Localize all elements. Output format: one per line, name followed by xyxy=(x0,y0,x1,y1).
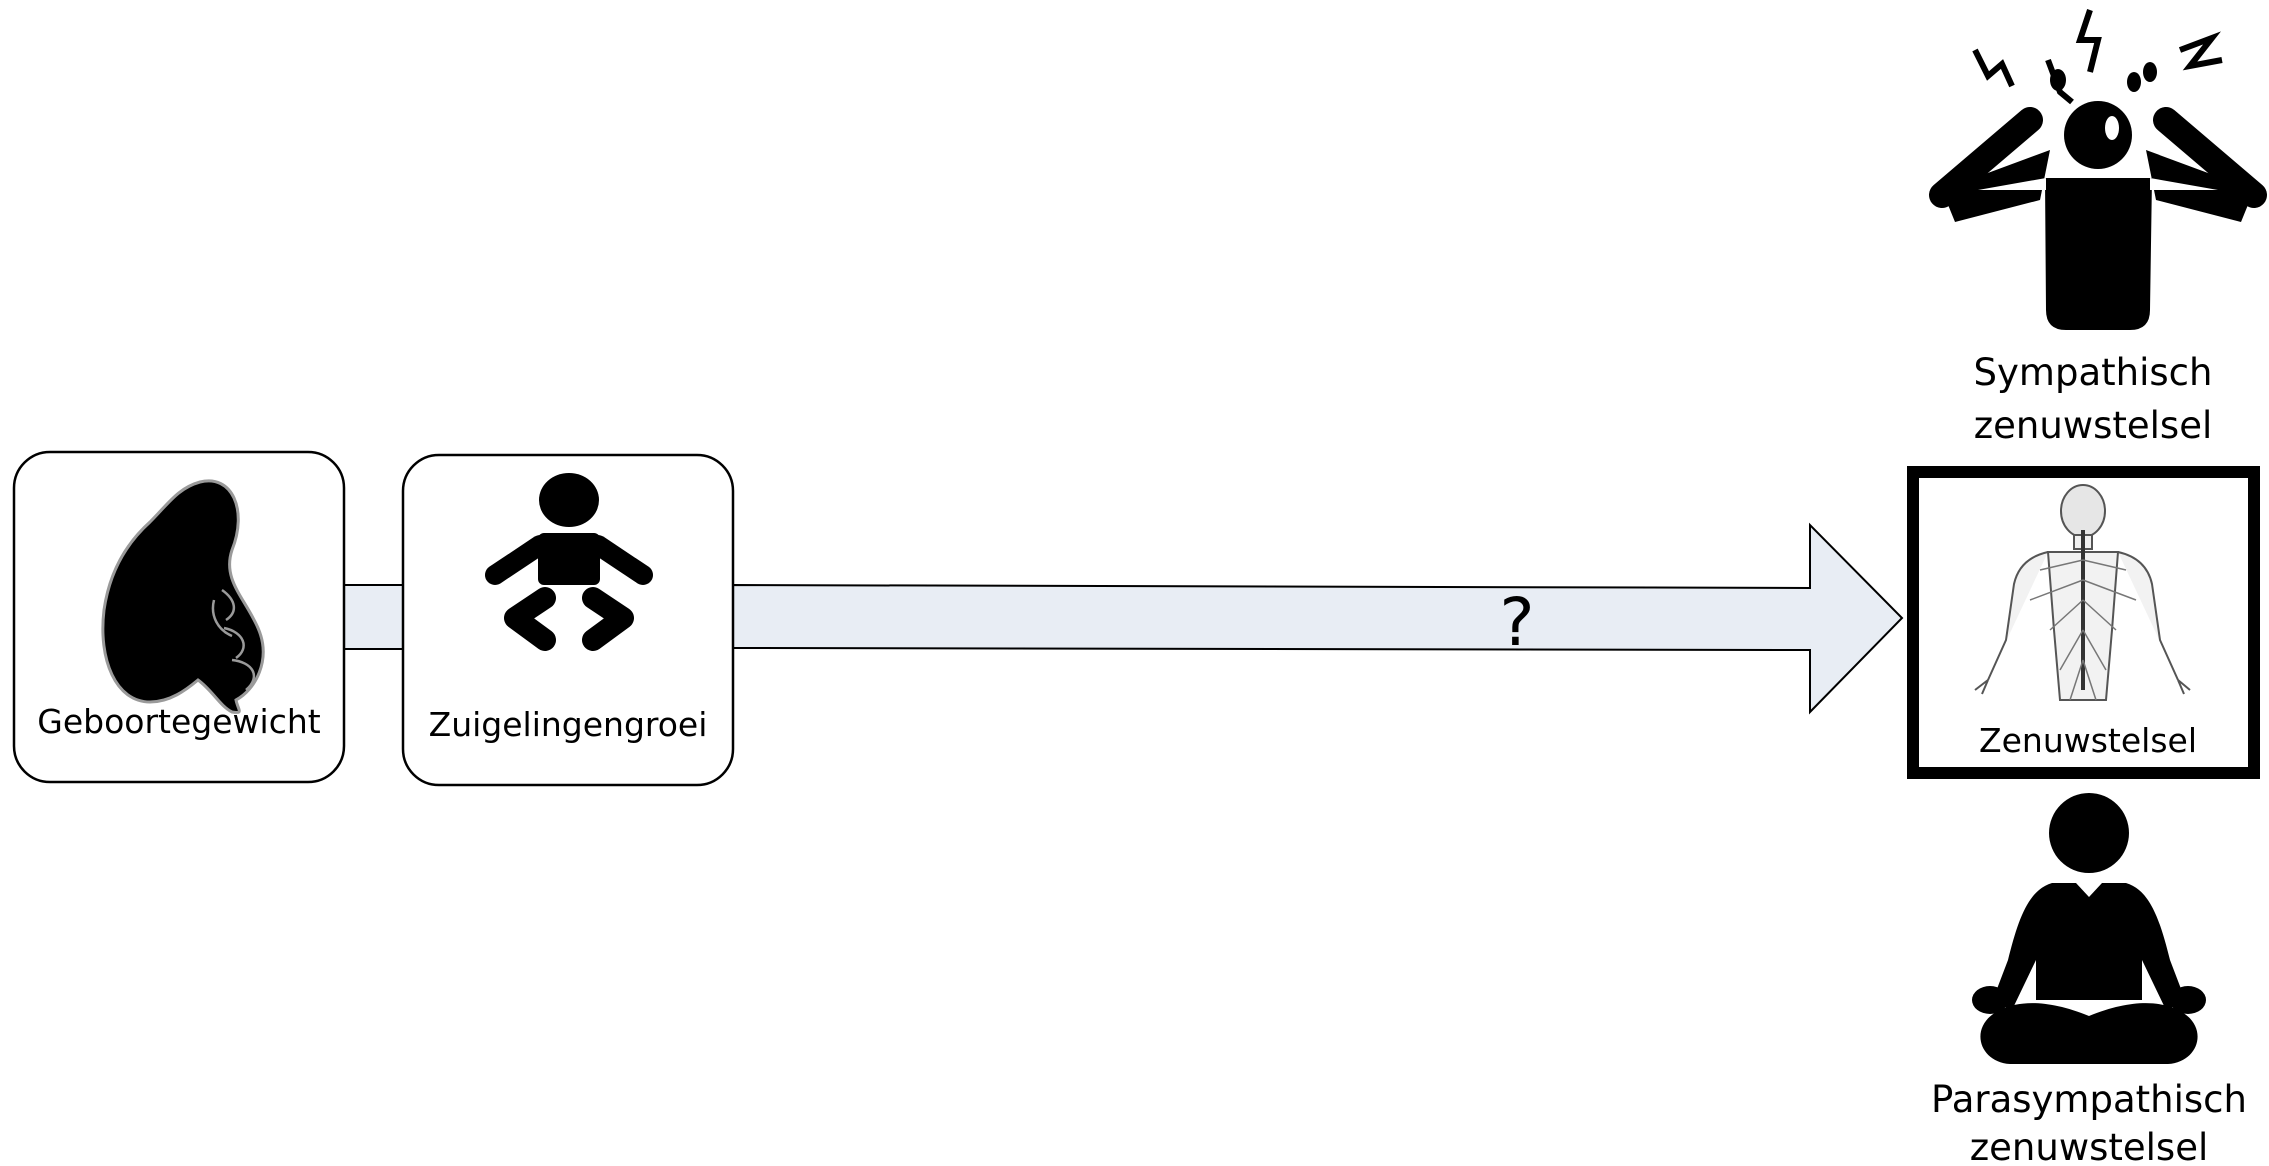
baby-icon xyxy=(485,473,653,651)
parasympathetic-label-line1: Parasympathisch xyxy=(1931,1078,2247,1121)
arrow-question-label: ? xyxy=(1499,584,1534,661)
infant-growth-box xyxy=(401,453,735,787)
fetus-icon xyxy=(101,479,265,714)
sympathetic-label-line2: zenuwstelsel xyxy=(1974,404,2213,447)
parasympathetic-figure: Parasympathisch zenuwstelsel xyxy=(1931,793,2247,1166)
birthweight-node[interactable]: Geboortegewicht xyxy=(12,450,346,784)
nervous-system-label: Zenuwstelsel xyxy=(1979,721,2197,760)
connector-band xyxy=(339,584,408,650)
birthweight-label: Geboortegewicht xyxy=(37,702,320,741)
sympathetic-label-line1: Sympathisch xyxy=(1974,351,2213,394)
meditating-person-icon xyxy=(1972,793,2206,1064)
nervous-system-icon xyxy=(1974,484,2191,701)
stressed-person-icon xyxy=(1929,9,2267,330)
nervous-system-node[interactable]: Zenuwstelsel xyxy=(1907,466,2260,779)
parasympathetic-label-line2: zenuwstelsel xyxy=(1970,1126,2209,1166)
infant-growth-label: Zuigelingengroei xyxy=(429,705,708,744)
sympathetic-figure: Sympathisch zenuwstelsel xyxy=(1929,9,2267,447)
infant-growth-node[interactable]: Zuigelingengroei xyxy=(401,453,735,787)
causal-arrow xyxy=(731,522,1904,715)
